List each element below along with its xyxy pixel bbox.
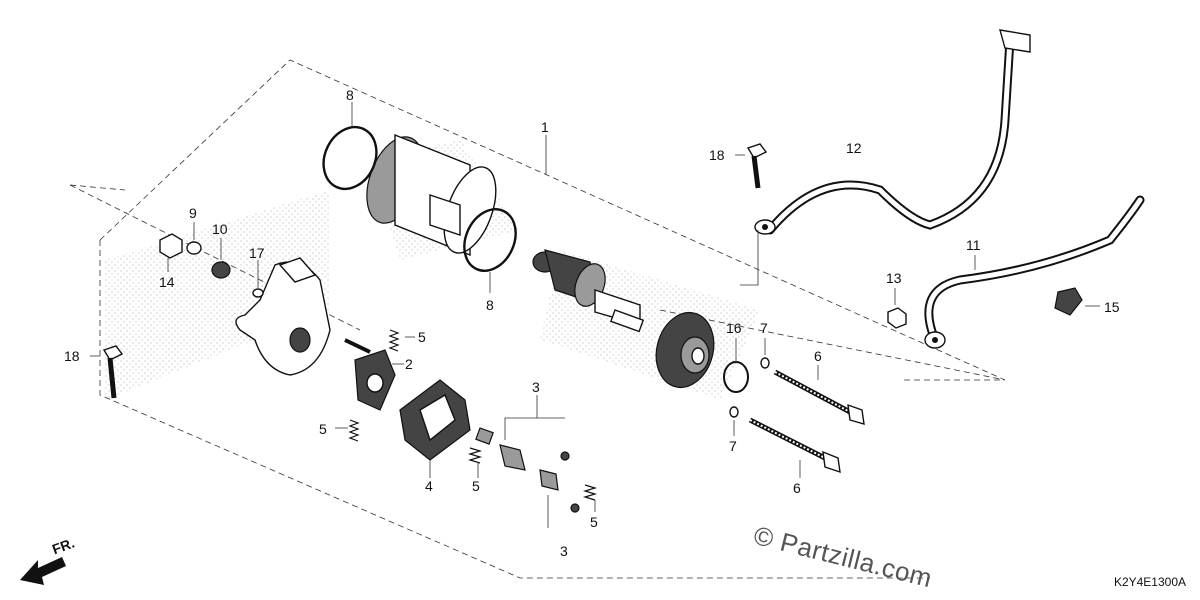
bolt-18-left (102, 345, 124, 399)
washer-7-lower (729, 406, 739, 418)
callout-8-upper: 8 (346, 87, 354, 103)
springs (348, 329, 598, 501)
callout-13: 13 (886, 270, 902, 286)
callout-5-right: 5 (590, 514, 598, 530)
diagram-code: K2Y4E1300A (1113, 575, 1186, 589)
rear-cover (235, 257, 331, 376)
o-ring-rear (322, 125, 378, 191)
washer-17 (252, 288, 264, 298)
washer-9 (186, 241, 202, 255)
callout-6-upper: 6 (814, 348, 822, 364)
callout-5-middle: 5 (472, 478, 480, 494)
callout-18-left: 18 (64, 348, 80, 364)
nut-14 (159, 233, 183, 259)
insulator-10 (211, 261, 231, 279)
nut-13 (887, 307, 907, 329)
callout-3-lower: 3 (560, 543, 568, 559)
ground-cable (924, 195, 1145, 349)
brush-plate (399, 379, 471, 461)
bolt-18-upper (746, 143, 768, 189)
callout-5-left: 5 (319, 421, 327, 437)
washer-7-upper (760, 357, 770, 369)
o-ring-front (463, 208, 517, 272)
callout-6-lower: 6 (793, 480, 801, 496)
callout-16: 16 (726, 320, 742, 336)
callout-15: 15 (1104, 299, 1120, 315)
front-cover (655, 311, 715, 389)
callout-7-lower: 7 (729, 438, 737, 454)
callout-1: 1 (541, 119, 549, 135)
callout-8-lower: 8 (486, 297, 494, 313)
callout-5-upper: 5 (418, 329, 426, 345)
callout-17: 17 (249, 245, 265, 261)
clamp-15 (1054, 287, 1083, 316)
callout-7-upper: 7 (760, 320, 768, 336)
callout-2: 2 (405, 356, 413, 372)
brushes (475, 427, 580, 513)
callout-10: 10 (212, 221, 228, 237)
front-direction-arrow-icon (20, 557, 66, 585)
callout-18-upper: 18 (709, 147, 725, 163)
callout-14: 14 (159, 274, 175, 290)
callout-9: 9 (189, 205, 197, 221)
callout-11: 11 (966, 237, 981, 253)
callout-4: 4 (425, 478, 433, 494)
brush-holder (344, 338, 396, 411)
long-bolts (748, 369, 865, 474)
callout-12: 12 (846, 140, 862, 156)
starter-cable (754, 29, 1031, 235)
armature (532, 249, 645, 333)
leader-lines (90, 102, 1100, 528)
callout-3-upper: 3 (532, 379, 540, 395)
yoke-housing (366, 133, 497, 257)
callout-labels: 8 1 8 9 10 17 14 18 5 2 5 4 3 5 5 3 16 7… (64, 87, 1120, 559)
